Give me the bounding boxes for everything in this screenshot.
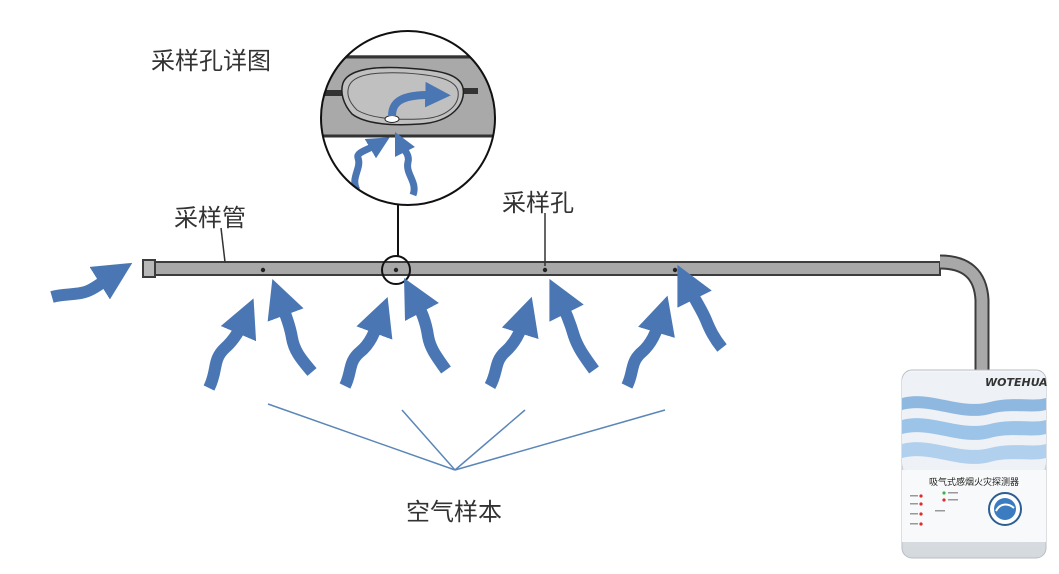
device-wave — [902, 418, 1046, 440]
air-arrow — [267, 278, 317, 376]
air-arrow — [677, 264, 727, 352]
air-arrow — [203, 298, 257, 391]
air-flow-arrows — [50, 262, 727, 391]
sampling-hole — [393, 267, 399, 273]
pipe-leader — [220, 227, 226, 263]
sampling-pipe — [142, 254, 990, 372]
device-wave — [902, 396, 1046, 416]
hole-label: 采样孔 — [502, 189, 574, 217]
sampling-hole — [672, 267, 678, 273]
air-arrow — [621, 295, 675, 389]
detail-title-label: 采样孔详图 — [151, 47, 271, 75]
hole-highlight-circle — [381, 255, 411, 285]
sampling-hole — [260, 267, 266, 273]
status-leds — [910, 491, 958, 526]
detail-inflow-arrow — [351, 137, 390, 192]
detail-airflow-arrow — [388, 81, 451, 117]
air-sample-label: 空气样本 — [406, 498, 502, 526]
air-arrow — [484, 296, 539, 389]
aspirating-smoke-detector — [901, 369, 1047, 559]
device-logo-icon — [988, 492, 1022, 526]
device-title-label: 吸气式感烟火灾探测器 — [929, 478, 1020, 488]
hole-detail-view — [320, 30, 496, 206]
device-wave — [902, 442, 1046, 464]
air-arrow — [549, 278, 599, 374]
pipe-label: 采样管 — [174, 204, 246, 232]
air-sample-pointer-lines — [267, 403, 666, 471]
sampling-hole — [542, 267, 548, 273]
air-arrow — [50, 262, 133, 303]
air-arrow — [339, 296, 393, 389]
device-brand-label: WOTEHUA — [985, 376, 1048, 389]
detail-inflow-arrow — [394, 131, 418, 197]
sampling-holes — [260, 267, 678, 273]
air-arrow — [404, 278, 451, 374]
